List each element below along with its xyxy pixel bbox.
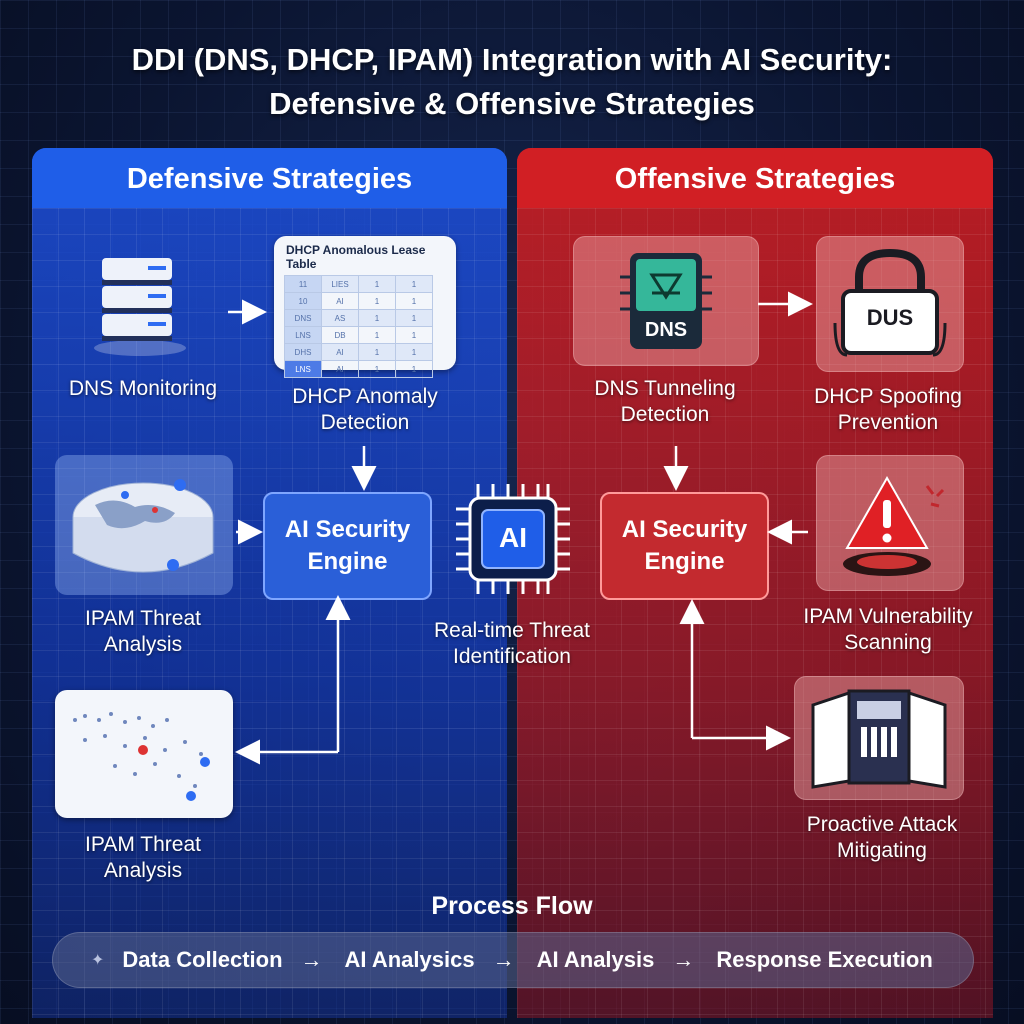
dns-monitoring-label: DNS Monitoring [68, 377, 218, 400]
dns-tunneling-line-2: Detection [620, 403, 710, 426]
dhcp-table-cell: 1 [395, 275, 433, 293]
dhcp-table-cell: 1 [395, 360, 433, 378]
dhcp-table-cell: AI [321, 343, 359, 361]
realtime-threat-caption: Real-time Threat Identification [410, 618, 614, 670]
dhcp-table-cell: DHS [284, 343, 322, 361]
flow-arrow-1: → [300, 947, 323, 972]
dhcp-anomaly-line-2: Detection [320, 411, 410, 434]
caption-line-2: Identification [453, 645, 571, 668]
dns-tunneling-label: DNS Tunneling Detection [570, 376, 760, 428]
ipam-map-card [55, 690, 233, 818]
dhcp-spoofing-label: DHCP Spoofing Prevention [792, 384, 984, 436]
dhcp-table-title: DHCP Anomalous Lease Table [286, 243, 426, 271]
flow-step-3: AI Analysis [536, 947, 655, 972]
dhcp-table-cell: LNS [284, 360, 322, 378]
dhcp-table-cell: 1 [358, 309, 396, 327]
dhcp-spoofing-line-2: Prevention [837, 411, 939, 434]
dns-tunneling-card: DNS [573, 236, 759, 366]
flow-step-4: Response Execution [716, 947, 933, 972]
ipam-vuln-card [816, 455, 964, 591]
world-map-icon [73, 712, 210, 801]
ipam-vuln-line-1: IPAM Vulnerability [803, 605, 973, 628]
dns-tunneling-line-1: DNS Tunneling [594, 377, 736, 400]
lock-label: DUS [866, 305, 914, 330]
dns-chip-icon [620, 253, 712, 349]
warning-icon [843, 475, 945, 576]
ai-chip-icon [456, 484, 570, 594]
offensive-ai-engine: AI Security Engine [600, 492, 769, 600]
ipam-threat-2-line-2: Analysis [103, 859, 183, 882]
dns-chip-label: DNS [644, 319, 688, 341]
dhcp-spoofing-line-1: DHCP Spoofing [814, 385, 962, 408]
dhcp-anomaly-label: DHCP Anomaly Detection [270, 384, 460, 436]
ipam-vuln-line-2: Scanning [844, 631, 932, 654]
ipam-threat-label-2: IPAM Threat Analysis [48, 832, 238, 884]
server-stack-icon [94, 258, 186, 356]
dhcp-table-cell: 1 [358, 275, 396, 293]
flow-arrow-2: → [492, 947, 515, 972]
dhcp-table-cell: LNS [284, 326, 322, 344]
title-line-1: DDI (DNS, DHCP, IPAM) Integration with A… [131, 42, 893, 77]
lock-icon [833, 248, 947, 357]
defensive-header: Defensive Strategies [32, 148, 507, 208]
process-flow-title: Process Flow [431, 892, 593, 920]
ipam-globe-card [55, 455, 233, 595]
ai-chip-label: AI [499, 522, 527, 553]
dhcp-table-cell: LIES [321, 275, 359, 293]
caption-line-1: Real-time Threat [433, 619, 590, 642]
proactive-line-1: Proactive Attack [806, 813, 958, 836]
defensive-engine-line-1: AI Security [284, 516, 411, 543]
page-title: DDI (DNS, DHCP, IPAM) Integration with A… [0, 38, 1024, 126]
ipam-threat-2-line-1: IPAM Threat [85, 833, 201, 856]
offensive-engine-line-2: Engine [644, 548, 725, 575]
dhcp-table-cell: DNS [284, 309, 322, 327]
ipam-threat-1-line-1: IPAM Threat [85, 607, 201, 630]
ipam-threat-label-1: IPAM Threat Analysis [48, 606, 238, 658]
proactive-attack-label: Proactive Attack Mitigating [786, 812, 978, 864]
proactive-line-2: Mitigating [837, 839, 927, 862]
flow-step-1: Data Collection [122, 947, 283, 972]
dhcp-anomaly-line-1: DHCP Anomaly [292, 385, 438, 408]
defensive-engine-line-2: Engine [307, 548, 388, 575]
ipam-threat-1-line-2: Analysis [103, 633, 183, 656]
proactive-attack-card [794, 676, 964, 800]
process-flow-bar: ✦ Data Collection → AI Analysics → AI An… [52, 932, 974, 988]
offensive-engine-line-1: AI Security [621, 516, 748, 543]
dhcp-spoofing-card: DUS [816, 236, 964, 372]
flow-arrow-3: → [672, 947, 695, 972]
title-line-2: Defensive & Offensive Strategies [269, 86, 755, 121]
dhcp-table-cell: 1 [358, 343, 396, 361]
server-cabinet-icon [811, 689, 947, 789]
flow-step-2: AI Analysics [344, 947, 475, 972]
sparkle-icon: ✦ [91, 952, 105, 969]
dhcp-table-cell: 1 [395, 309, 433, 327]
ipam-vuln-label: IPAM Vulnerability Scanning [790, 604, 986, 656]
offensive-header: Offensive Strategies [517, 148, 993, 208]
globe-map-icon [72, 479, 214, 573]
